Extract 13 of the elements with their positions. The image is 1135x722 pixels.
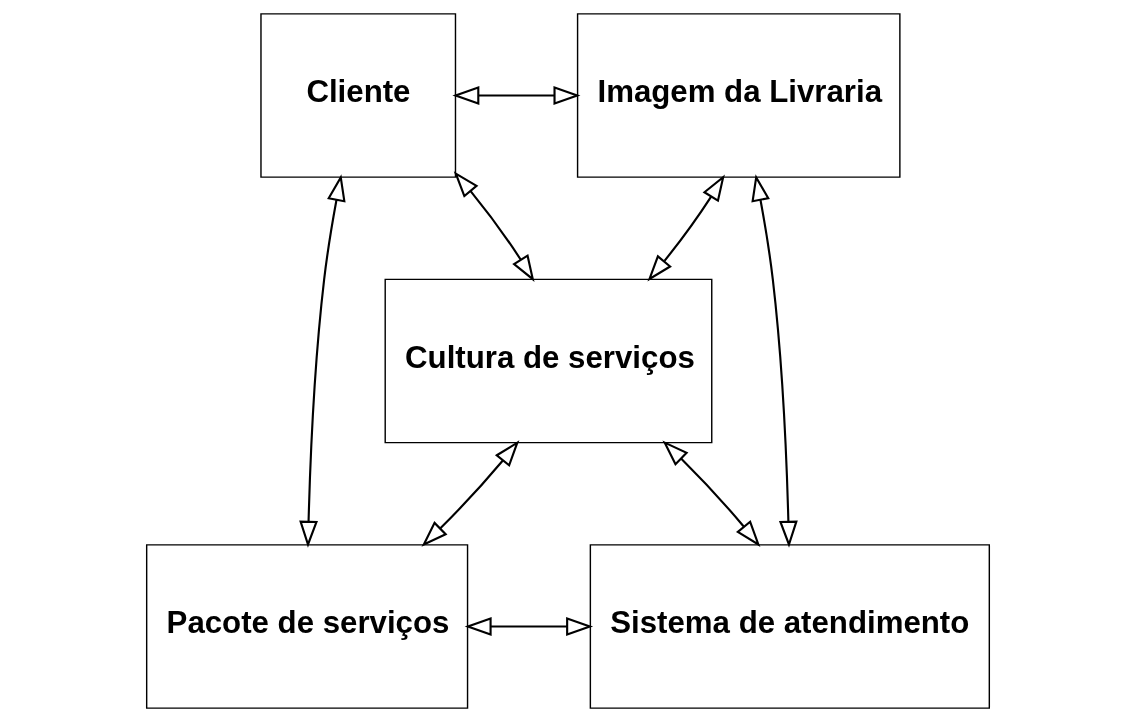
node-box: Pacote de serviços	[145, 544, 468, 709]
node-box: Cultura de serviços	[384, 278, 712, 444]
arrow	[298, 174, 346, 548]
node-box: Sistema de atendimento	[589, 544, 990, 709]
arrow	[750, 174, 798, 548]
node-box: Imagem da Livraria	[576, 13, 901, 178]
arrow	[464, 617, 593, 636]
arrow	[453, 171, 534, 282]
arrow	[451, 86, 580, 105]
arrow	[646, 174, 725, 282]
node-box: Cliente	[259, 13, 456, 178]
arrow	[661, 440, 760, 547]
arrow	[421, 440, 519, 547]
